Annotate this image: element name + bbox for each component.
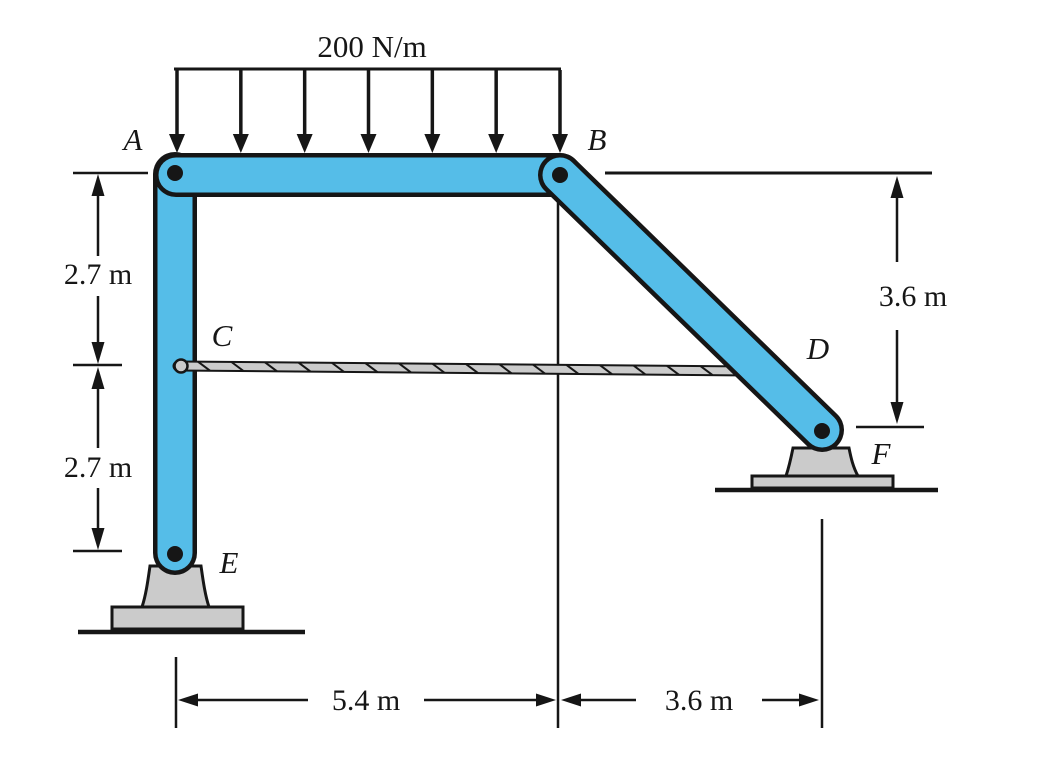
rod-hatch-mark xyxy=(398,362,412,374)
member-BF xyxy=(538,153,844,452)
dimension-bottom-right-span: 3.6 m xyxy=(561,684,819,717)
dimension-label-bottom-right: 3.6 m xyxy=(665,684,733,717)
load-arrow-head xyxy=(169,134,185,153)
support-bracket xyxy=(783,446,861,478)
load-arrow-head xyxy=(424,134,441,153)
dimension-label-right-height: 3.6 m xyxy=(879,280,947,313)
dimension-right-height: 3.6 m xyxy=(879,176,947,424)
dimension-left-lower: 2.7 m xyxy=(64,367,132,550)
dimension-arrowhead-up xyxy=(890,176,904,198)
load-arrow-head xyxy=(488,134,505,153)
dimension-arrowhead-down xyxy=(91,342,105,364)
rod-hatch-mark xyxy=(230,361,245,372)
pin-support-F xyxy=(715,446,938,493)
pin-E xyxy=(167,546,183,562)
rod-hatch-mark xyxy=(699,365,714,376)
dimension-left-upper: 2.7 m xyxy=(64,174,132,364)
load-arrow-head xyxy=(232,134,249,153)
dimension-arrowhead-right xyxy=(799,693,819,707)
tie-rod-body xyxy=(174,362,755,375)
rod-hatch-mark xyxy=(666,364,680,376)
pin-F xyxy=(814,423,830,439)
load-arrow-head xyxy=(360,134,377,153)
member-BF-body xyxy=(542,157,840,448)
support-base-plate xyxy=(750,474,895,490)
joint-label-E: E xyxy=(219,545,239,580)
rod-hatch-mark xyxy=(297,361,312,373)
rod-hatch-mark xyxy=(599,364,613,376)
dimension-arrowhead-up xyxy=(91,367,105,389)
tie-rod-hatching xyxy=(197,360,747,377)
distributed-load: 200 N/m xyxy=(169,29,568,153)
rod-hatch-mark xyxy=(632,364,647,376)
extension-lines xyxy=(73,171,932,728)
rod-hatch-mark xyxy=(264,361,278,373)
rod-hatch-mark xyxy=(498,363,513,375)
load-arrow-head xyxy=(296,134,313,153)
tie-rod-CD xyxy=(172,358,757,377)
dimension-arrowhead-down xyxy=(91,528,105,550)
joint-label-B: B xyxy=(588,122,607,157)
rod-hatch-mark xyxy=(364,362,379,373)
joint-label-D: D xyxy=(806,331,829,366)
load-arrow-head xyxy=(552,134,568,153)
dimension-arrowhead-up xyxy=(91,174,105,196)
dimension-label-left-lower: 2.7 m xyxy=(64,451,132,484)
rod-hatch-mark xyxy=(431,362,446,374)
dimension-arrowhead-left xyxy=(178,693,198,707)
dimension-bottom-left-span: 5.4 m xyxy=(178,684,556,717)
dimension-label-left-upper: 2.7 m xyxy=(64,258,132,291)
dimension-arrowhead-right xyxy=(536,693,556,707)
rod-hatch-mark xyxy=(465,363,479,374)
rod-hatch-mark xyxy=(565,364,580,375)
load-label: 200 N/m xyxy=(317,29,426,64)
joint-label-A: A xyxy=(122,122,144,157)
load-arrows xyxy=(169,70,568,153)
rod-hatch-mark xyxy=(331,362,345,373)
pin-A xyxy=(167,165,183,181)
joint-label-C: C xyxy=(212,318,233,353)
support-base-plate xyxy=(110,605,245,631)
dimension-arrowhead-left xyxy=(561,693,581,707)
rod-hatch-mark xyxy=(197,360,211,372)
pin-C xyxy=(173,358,189,374)
rod-hatch-mark xyxy=(532,363,546,375)
joint-label-F: F xyxy=(871,436,892,471)
dimension-arrowhead-down xyxy=(890,402,904,424)
pin-B xyxy=(552,167,568,183)
dimension-label-bottom-left: 5.4 m xyxy=(332,684,400,717)
pin-support-E xyxy=(78,564,305,635)
